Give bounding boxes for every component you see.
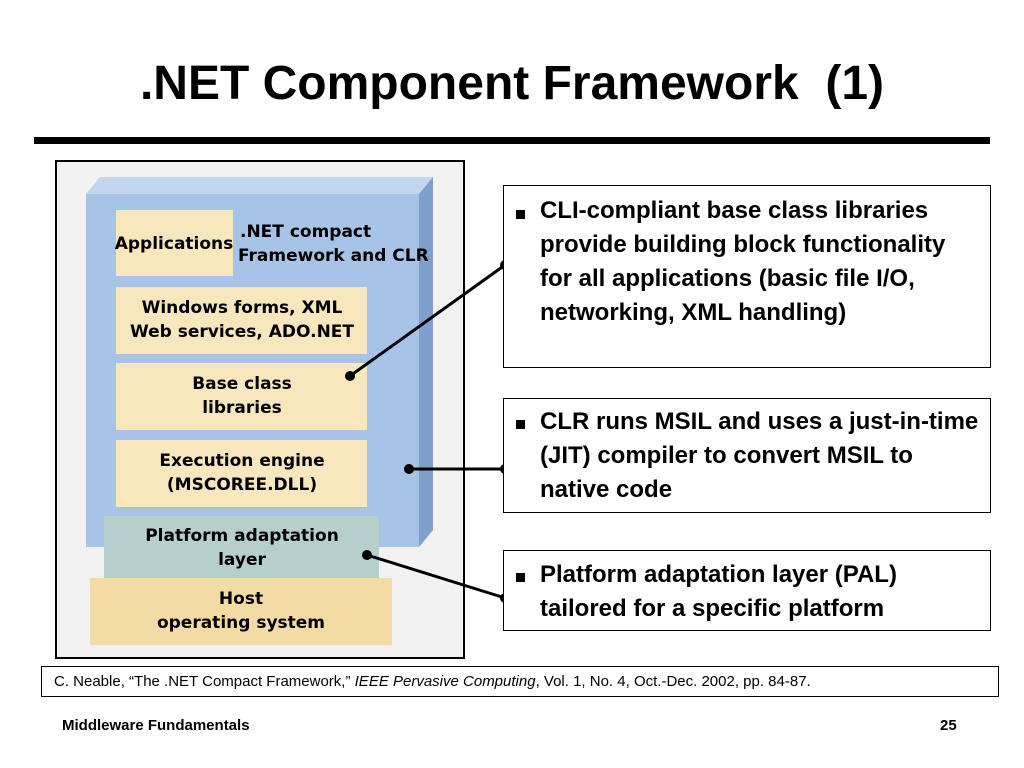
- layer-platform-adaptation-line1: Platform adaptation: [145, 526, 339, 546]
- bullet-box-pal: Platform adaptation layer (PAL) tailored…: [503, 550, 991, 631]
- framework-block-side: [419, 177, 433, 547]
- citation-suffix: , Vol. 1, No. 4, Oct.-Dec. 2002, pp. 84-…: [535, 673, 811, 690]
- layer-windows-forms-line1: Windows forms, XML: [142, 298, 343, 318]
- layer-execution-engine-line2: (MSCOREE.DLL): [167, 475, 317, 495]
- citation-prefix: C. Neable, “The .NET Compact Framework,”: [54, 673, 355, 690]
- connector-dot-pal-start: [362, 550, 372, 560]
- layer-applications-label: Applications: [115, 234, 234, 254]
- framework-label-line2: Framework and CLR: [238, 246, 429, 266]
- layer-execution-engine-line1: Execution engine: [159, 451, 324, 471]
- citation-box: C. Neable, “The .NET Compact Framework,”…: [41, 666, 999, 697]
- bullet-square-icon: [516, 573, 525, 582]
- connector-dot-execution-start: [404, 464, 414, 474]
- connector-line-pal: [366, 553, 506, 600]
- layer-host-os: [90, 578, 392, 645]
- framework-label-line1: .NET compact: [240, 222, 371, 242]
- bullet-box-cli: CLI-compliant base class libraries provi…: [503, 185, 991, 368]
- slide-title: .NET Component Framework (1): [139, 57, 885, 110]
- layer-host-os-line2: operating system: [157, 613, 325, 633]
- layer-platform-adaptation-line2: layer: [218, 550, 266, 570]
- layer-windows-forms-line2: Web services, ADO.NET: [130, 322, 354, 342]
- citation-journal: IEEE Pervasive Computing: [354, 673, 536, 690]
- title-underline: [34, 137, 990, 144]
- connector-dot-base-class-start: [345, 371, 355, 381]
- layer-execution-engine: [116, 440, 367, 507]
- layer-platform-adaptation: [104, 516, 379, 581]
- bullet-text-clr: CLR runs MSIL and uses a just-in-time (J…: [540, 408, 979, 503]
- layer-base-class-line2: libraries: [202, 398, 282, 418]
- page-number: 25: [940, 717, 957, 734]
- framework-block-top: [86, 177, 433, 194]
- layer-windows-forms: [116, 287, 367, 354]
- layer-base-class-line1: Base class: [192, 374, 292, 394]
- bullet-square-icon: [516, 420, 525, 429]
- connector-line-base-class: [349, 263, 506, 378]
- bullet-square-icon: [516, 210, 525, 219]
- layer-base-class-libraries: [116, 363, 367, 430]
- bullet-text-cli: CLI-compliant base class libraries provi…: [540, 197, 946, 326]
- bullet-text-pal: Platform adaptation layer (PAL) tailored…: [540, 561, 897, 622]
- layer-host-os-line1: Host: [219, 589, 263, 609]
- bullet-box-clr: CLR runs MSIL and uses a just-in-time (J…: [503, 398, 991, 513]
- layer-applications: [116, 210, 233, 276]
- footer-title: Middleware Fundamentals: [62, 717, 250, 734]
